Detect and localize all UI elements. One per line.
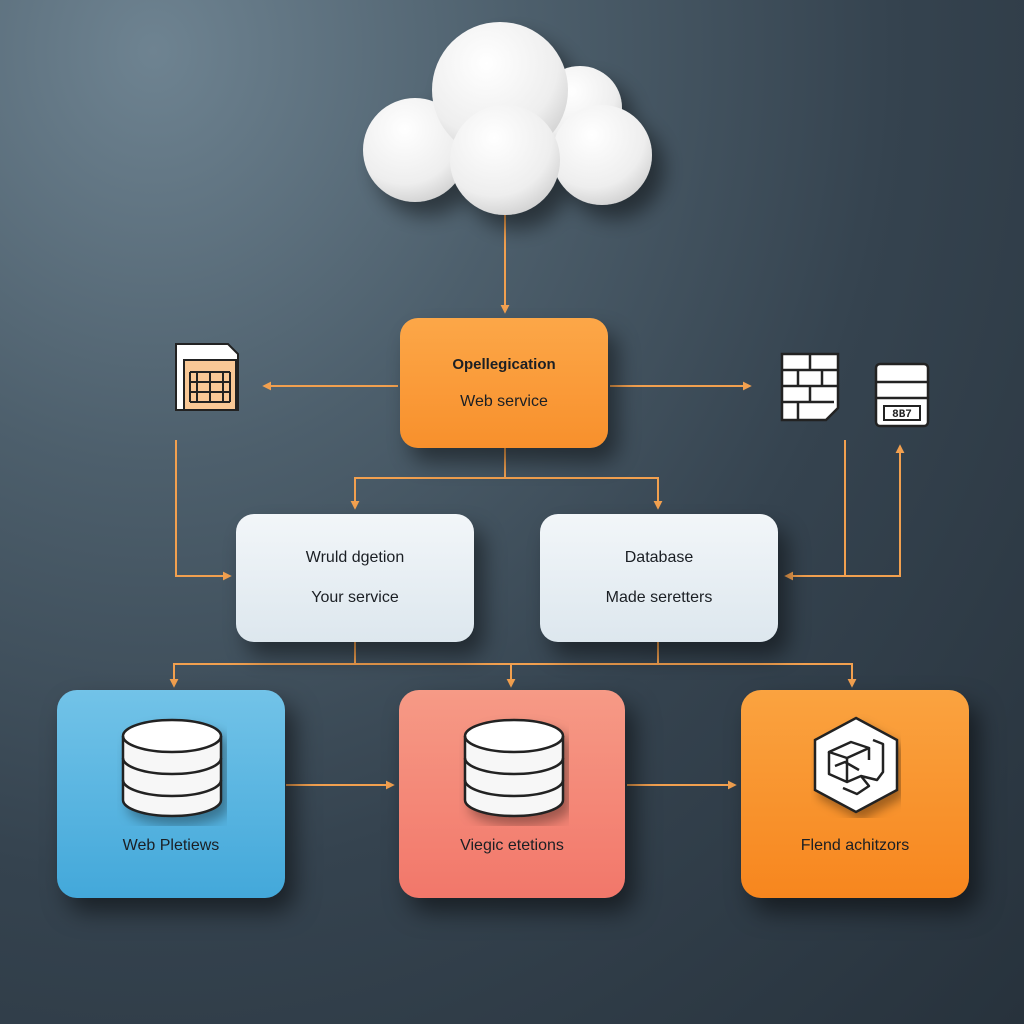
database-icon (463, 718, 565, 818)
service-node-subtitle: Your service (311, 589, 399, 606)
frontend-node-label: Flend achitzors (800, 837, 910, 854)
frontend-node[interactable]: Flend achitzors (741, 690, 969, 898)
app-node-subtitle: Web service (460, 392, 548, 410)
spreadsheet-icon (175, 343, 239, 411)
service-node-title: Wruld dgetion (305, 549, 405, 566)
app-node-title: Opellegication (452, 355, 556, 373)
connector-mid-to-bottom-center (174, 663, 857, 688)
connector-left-icon-to-service (175, 440, 232, 581)
database-node-title: Database (624, 549, 694, 566)
connector-app-to-db (505, 477, 663, 510)
connector-app-to-mid (350, 448, 506, 510)
panel-label: 8B7 (892, 409, 912, 421)
calculator-panel-icon: 8B7 (874, 362, 930, 428)
database-node[interactable]: Database Made seretters (540, 514, 778, 642)
connector-db-to-right-icon (845, 444, 905, 577)
service-node[interactable]: Wruld dgetion Your service (236, 514, 474, 642)
logic-node[interactable]: Viegic etetions (399, 690, 625, 898)
logic-node-label: Viegic etetions (460, 837, 564, 854)
app-node[interactable]: Opellegication Web service (400, 318, 608, 448)
database-icon (121, 718, 223, 818)
web-node[interactable]: Web Pletiews (57, 690, 285, 898)
brick-document-icon (780, 352, 840, 422)
web-node-label: Web Pletiews (122, 837, 220, 854)
database-node-subtitle: Made seretters (605, 589, 713, 606)
hexagon-cube-icon (813, 716, 899, 814)
